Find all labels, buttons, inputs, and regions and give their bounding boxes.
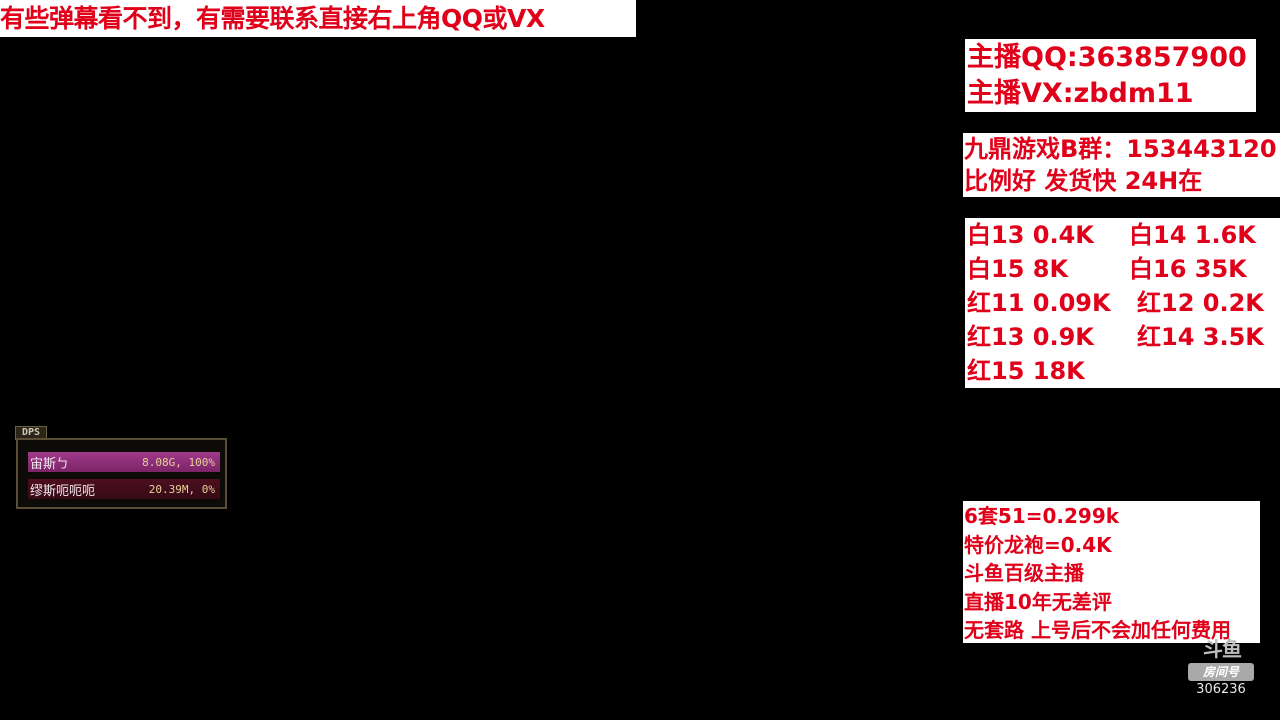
price-item: 红11 0.09K — [967, 289, 1111, 317]
contact-box: 主播QQ:363857900 主播VX:zbdm11 — [965, 39, 1256, 112]
dps-row: 宙斯ㄅ 8.08G, 100% — [28, 452, 220, 472]
promo-line: 无套路 上号后不会加任何费用 — [964, 618, 1231, 642]
promo-line: 直播10年无差评 — [964, 589, 1112, 614]
price-item: 红14 3.5K — [1137, 323, 1264, 351]
group-box: 九鼎游戏B群：153443120 比例好 发货快 24H在 — [963, 133, 1280, 197]
price-item: 红12 0.2K — [1137, 289, 1264, 317]
group-number: 九鼎游戏B群：153443120 — [964, 135, 1277, 163]
promo-line: 斗鱼百级主播 — [964, 561, 1084, 585]
dps-player-name: 宙斯ㄅ — [30, 456, 70, 472]
dps-player-value: 8.08G, 100% — [142, 455, 215, 469]
dps-panel: 宙斯ㄅ 8.08G, 100% 缪斯呃呃呃 20.39M, 0% — [16, 438, 227, 509]
dps-player-name: 缪斯呃呃呃 — [30, 483, 96, 499]
price-list: 白13 0.4K 白14 1.6K 白15 8K 白16 35K 红11 0.0… — [965, 218, 1280, 388]
anchor-vx: 主播VX:zbdm11 — [967, 78, 1194, 109]
price-item: 红15 18K — [967, 357, 1085, 385]
anchor-qq: 主播QQ:363857900 — [967, 42, 1247, 73]
price-row: 红13 0.9K 红14 3.5K — [967, 320, 1280, 354]
promo-line: 特价龙袍=0.4K — [964, 532, 1112, 557]
promo-box: 6套51=0.299k 特价龙袍=0.4K 斗鱼百级主播 直播10年无差评 无套… — [963, 501, 1260, 643]
price-item: 白13 0.4K — [967, 221, 1094, 249]
price-row: 红11 0.09K 红12 0.2K — [967, 286, 1280, 320]
dps-player-value: 20.39M, 0% — [148, 482, 215, 496]
dps-row: 缪斯呃呃呃 20.39M, 0% — [28, 479, 220, 499]
price-item: 白15 8K — [967, 255, 1069, 283]
room-number: 306236 — [1196, 682, 1246, 697]
group-slogan: 比例好 发货快 24H在 — [964, 167, 1203, 195]
price-item: 红13 0.9K — [967, 323, 1094, 351]
promo-line: 6套51=0.299k — [964, 504, 1120, 528]
price-item: 白14 1.6K — [1129, 221, 1256, 249]
price-item: 白16 35K — [1129, 255, 1247, 283]
room-label: 房间号 — [1188, 663, 1254, 681]
price-row: 红15 18K — [967, 354, 1280, 388]
price-row: 白13 0.4K 白14 1.6K — [967, 218, 1280, 252]
top-banner: 有些弹幕看不到，有需要联系直接右上角QQ或VX — [0, 0, 636, 37]
douyu-logo-icon: 斗鱼 — [1203, 637, 1242, 661]
price-row: 白15 8K 白16 35K — [967, 252, 1280, 286]
